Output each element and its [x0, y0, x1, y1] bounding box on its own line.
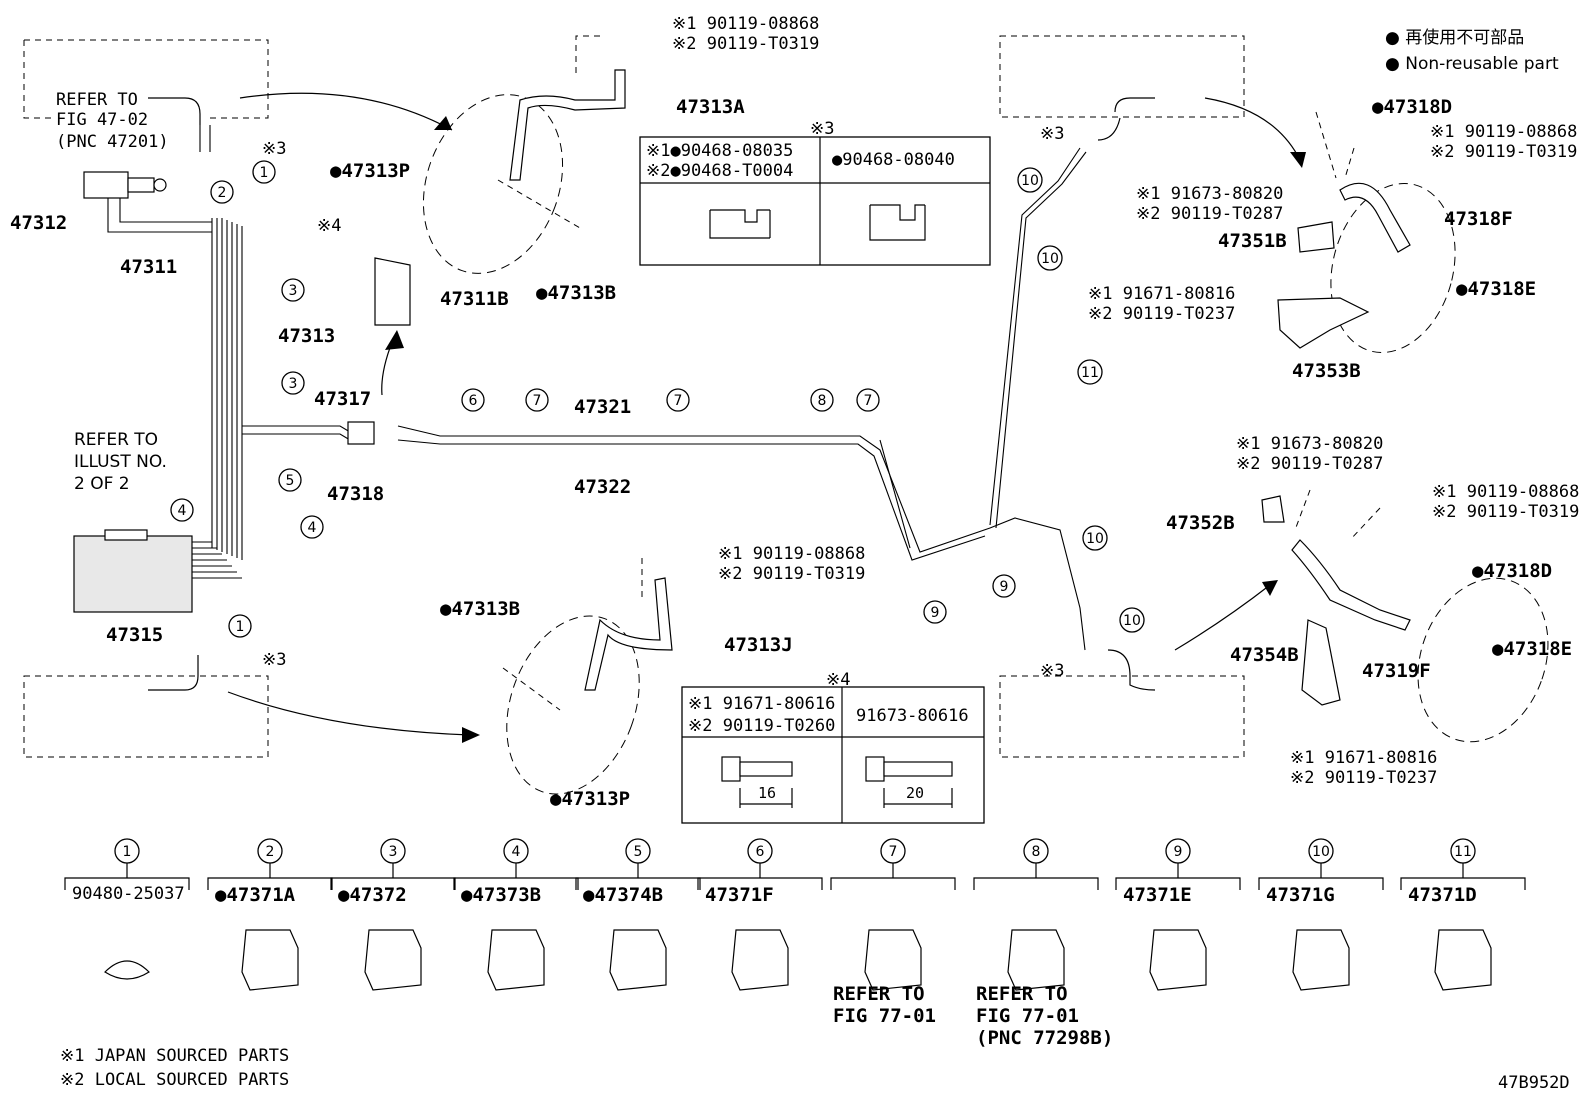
hose-47318F — [1339, 182, 1411, 253]
callout-ellipse-top-mid — [422, 94, 564, 274]
svg-text:6: 6 — [469, 393, 478, 409]
clip-number: 1 — [123, 844, 132, 860]
clip-bracket — [207, 863, 333, 890]
bracket-47352B — [1261, 495, 1285, 523]
clip-row: 1 2 3 4 5 6 7 8 9 10 11 — [64, 838, 1526, 991]
svg-text:1: 1 — [236, 619, 245, 635]
clip-number: 9 — [1174, 844, 1183, 860]
clip-bracket — [575, 863, 701, 890]
callout-ellipse-bot-mid — [506, 615, 640, 795]
bracket-47354B — [1301, 619, 1341, 706]
clip-number: 7 — [889, 844, 898, 860]
junction-47317 — [347, 421, 375, 445]
clip-bracket — [1400, 863, 1526, 890]
clip-icon — [241, 929, 299, 991]
clip-number: 10 — [1312, 844, 1330, 860]
clip-number: 5 — [634, 844, 643, 860]
clip-icon — [1007, 929, 1065, 991]
clip-number: 11 — [1454, 844, 1472, 860]
arrow-bottom-left — [227, 691, 471, 736]
svg-text:10: 10 — [1021, 173, 1039, 189]
clip-bracket — [64, 863, 190, 890]
clip-number: 8 — [1032, 844, 1041, 860]
clip-bracket — [697, 863, 823, 890]
master-valve — [83, 171, 129, 199]
clip-number: 6 — [756, 844, 765, 860]
pipe-bundle — [80, 125, 1087, 651]
clip-icon — [364, 929, 422, 991]
svg-text:3: 3 — [289, 283, 298, 299]
ref-box-top-left — [23, 39, 269, 119]
clip-icon — [104, 960, 150, 980]
ref-box-bottom-left — [23, 675, 269, 758]
clip-bracket — [330, 863, 456, 890]
clip-number: 2 — [266, 844, 275, 860]
clip-bracket — [1115, 863, 1241, 890]
svg-text:4: 4 — [178, 503, 187, 519]
clip-icon — [609, 929, 667, 991]
clip-bracket — [453, 863, 579, 890]
callout-ellipse-bot-right — [1417, 577, 1549, 743]
bracket-47353B — [1277, 297, 1370, 349]
clip-bracket — [973, 863, 1099, 890]
callout-ellipse-top-right — [1330, 182, 1456, 354]
svg-text:7: 7 — [864, 393, 873, 409]
svg-text:5: 5 — [286, 473, 295, 489]
svg-text:8: 8 — [818, 393, 827, 409]
svg-text:10: 10 — [1123, 613, 1141, 629]
ref-box-bottom-right — [999, 675, 1245, 758]
clip-number: 4 — [512, 844, 521, 860]
svg-text:10: 10 — [1041, 251, 1059, 267]
svg-text:10: 10 — [1086, 531, 1104, 547]
svg-text:1: 1 — [260, 165, 269, 181]
bracket-47351B — [1297, 221, 1335, 253]
clip-icon — [1434, 929, 1492, 991]
hose-47313J — [584, 577, 673, 691]
table-note3 — [639, 136, 991, 266]
arrow-bottom-right — [1174, 584, 1271, 651]
actuator-block — [73, 535, 193, 613]
clip-icon — [864, 929, 922, 991]
clip-icon — [487, 929, 545, 991]
hose-47319F — [1291, 539, 1411, 631]
ref-box-top-right — [999, 35, 1245, 118]
clip-icon — [1292, 929, 1350, 991]
diagram-callouts: 1 2 3 3 4 4 5 6 7 7 7 8 9 9 10 10 10 10 … — [170, 160, 1145, 638]
arrow-top-right — [1204, 97, 1301, 161]
bracket-47311B — [374, 257, 411, 326]
svg-text:4: 4 — [308, 520, 317, 536]
table-note4 — [681, 686, 985, 824]
clip-bracket — [1258, 863, 1384, 890]
arrow-top-left — [239, 92, 453, 131]
svg-text:11: 11 — [1081, 365, 1099, 381]
clip-number: 3 — [389, 844, 398, 860]
svg-text:3: 3 — [289, 376, 298, 392]
clip-icon — [731, 929, 789, 991]
hose-47313A — [509, 69, 626, 181]
svg-text:9: 9 — [931, 605, 940, 621]
svg-text:7: 7 — [674, 393, 683, 409]
clip-bracket — [830, 863, 956, 890]
svg-text:7: 7 — [533, 393, 542, 409]
svg-text:2: 2 — [218, 185, 227, 201]
clip-icon — [1149, 929, 1207, 991]
svg-text:9: 9 — [1000, 579, 1009, 595]
